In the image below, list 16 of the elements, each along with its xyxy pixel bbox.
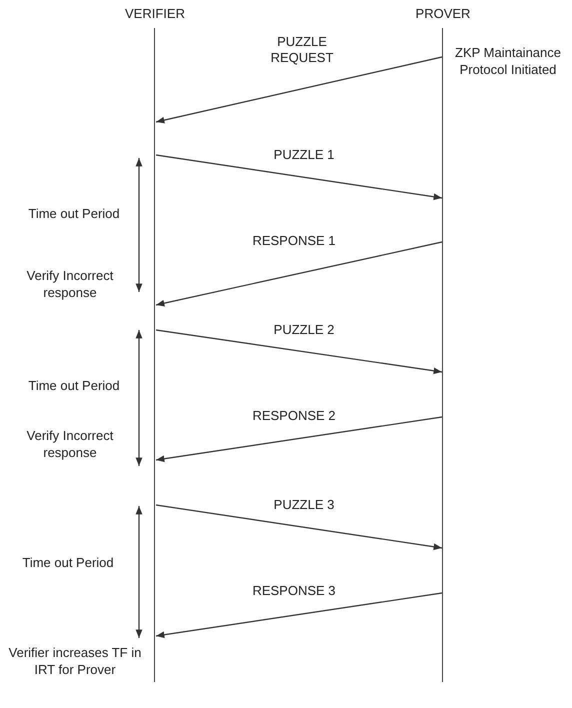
participant-label: VERIFIER — [124, 6, 186, 21]
annotation-text: Time out Period — [27, 377, 121, 394]
annotation-text: ZKP Maintainance Protocol Initiated — [454, 44, 562, 78]
message-arrow — [156, 154, 442, 200]
annotation-text: Time out Period — [27, 205, 121, 222]
annotation-text: Verify Incorrect response — [26, 267, 114, 301]
annotation-text: Time out Period — [21, 554, 115, 571]
message-arrow — [156, 241, 442, 306]
message-arrow — [156, 56, 442, 124]
message-arrow — [156, 416, 442, 462]
annotation-text: Verifier increases TF in IRT for Prover — [8, 644, 142, 678]
annotation-text: Verify Incorrect response — [26, 427, 114, 461]
message-arrow — [156, 329, 442, 374]
participant-label: PROVER — [414, 6, 472, 21]
message-arrow — [156, 592, 442, 638]
message-arrow — [156, 504, 442, 550]
